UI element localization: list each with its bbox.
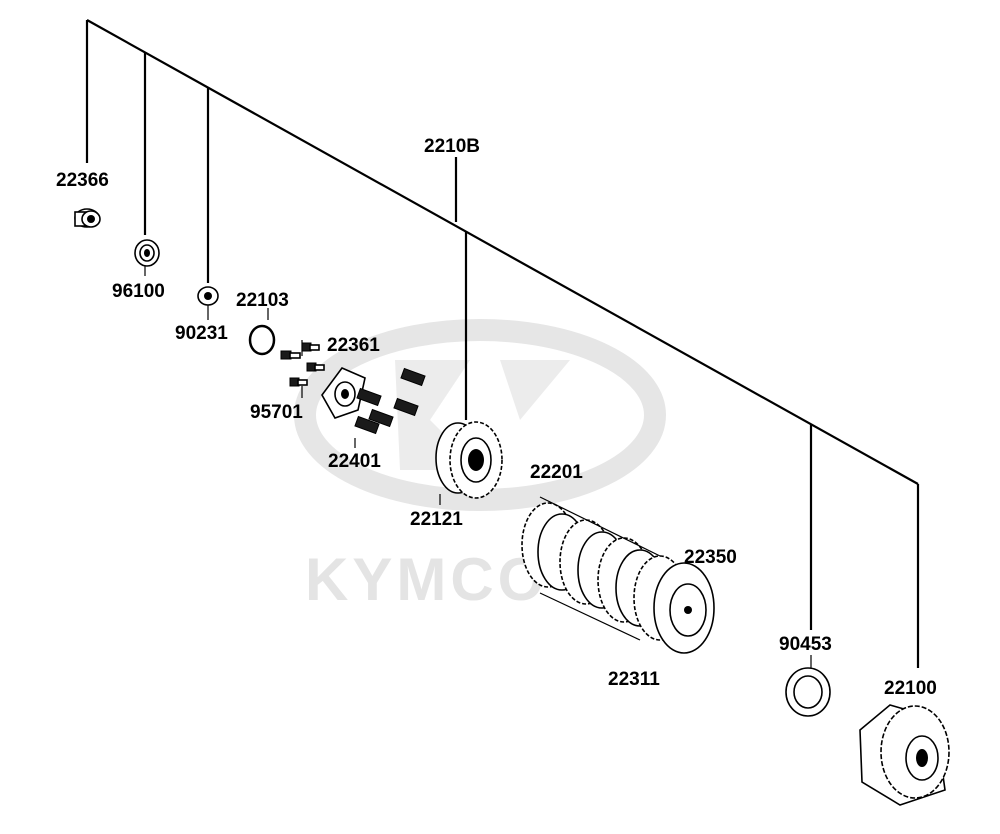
label-22121: 22121 [410,509,463,530]
clutch-center-icon [435,421,503,499]
leader-lines [85,20,920,670]
o-ring-icon [248,324,276,356]
label-90231: 90231 [175,323,228,344]
bushing-icon [74,208,101,228]
lock-nut-icon [197,286,219,306]
clutch-spring-icon [354,367,426,435]
label-22350: 22350 [684,547,737,568]
label-22100: 22100 [884,678,937,699]
bearing-icon [134,239,160,267]
label-22201: 22201 [530,462,583,483]
kymco-watermark-text: KYMCO [305,546,548,613]
label-22401: 22401 [328,451,381,472]
label-22103: 22103 [236,290,289,311]
pressure-plate-icon [653,562,715,654]
label-2210B: 2210B [424,136,480,157]
label-90453: 90453 [779,634,832,655]
label-22366: 22366 [56,170,109,191]
bolt-icon [280,342,325,387]
label-22361: 22361 [327,335,380,356]
label-96100: 96100 [112,281,165,302]
label-22311: 22311 [608,669,660,690]
kymco-watermark: KYMCO [294,319,666,613]
steel-plate-icon [539,496,661,641]
assembly-axis-line [86,19,919,485]
thrust-washer-icon [785,667,831,717]
clutch-housing-icon [859,704,950,806]
label-95701: 95701 [250,402,303,423]
lifter-plate-icon [321,367,366,419]
